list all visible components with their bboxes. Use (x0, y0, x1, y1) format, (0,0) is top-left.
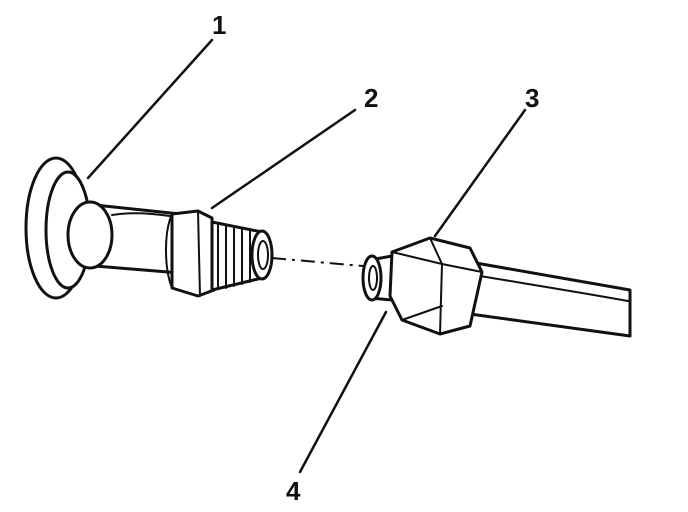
leader-line-2 (210, 108, 357, 210)
threaded-fitting-nut (165, 209, 274, 298)
thread-lines (217, 222, 251, 290)
callout-label-3: 3 (525, 83, 539, 113)
leader-line-1 (86, 38, 214, 180)
tube-nut-assembly (388, 236, 632, 338)
callout-label-1: 1 (212, 10, 226, 40)
leader-line-3 (433, 108, 527, 238)
callout-label-2: 2 (364, 83, 378, 113)
leader-line-4 (298, 310, 388, 474)
callout-label-4: 4 (286, 476, 301, 506)
flanged-tube-end (24, 156, 182, 300)
flare-seal (361, 254, 394, 302)
